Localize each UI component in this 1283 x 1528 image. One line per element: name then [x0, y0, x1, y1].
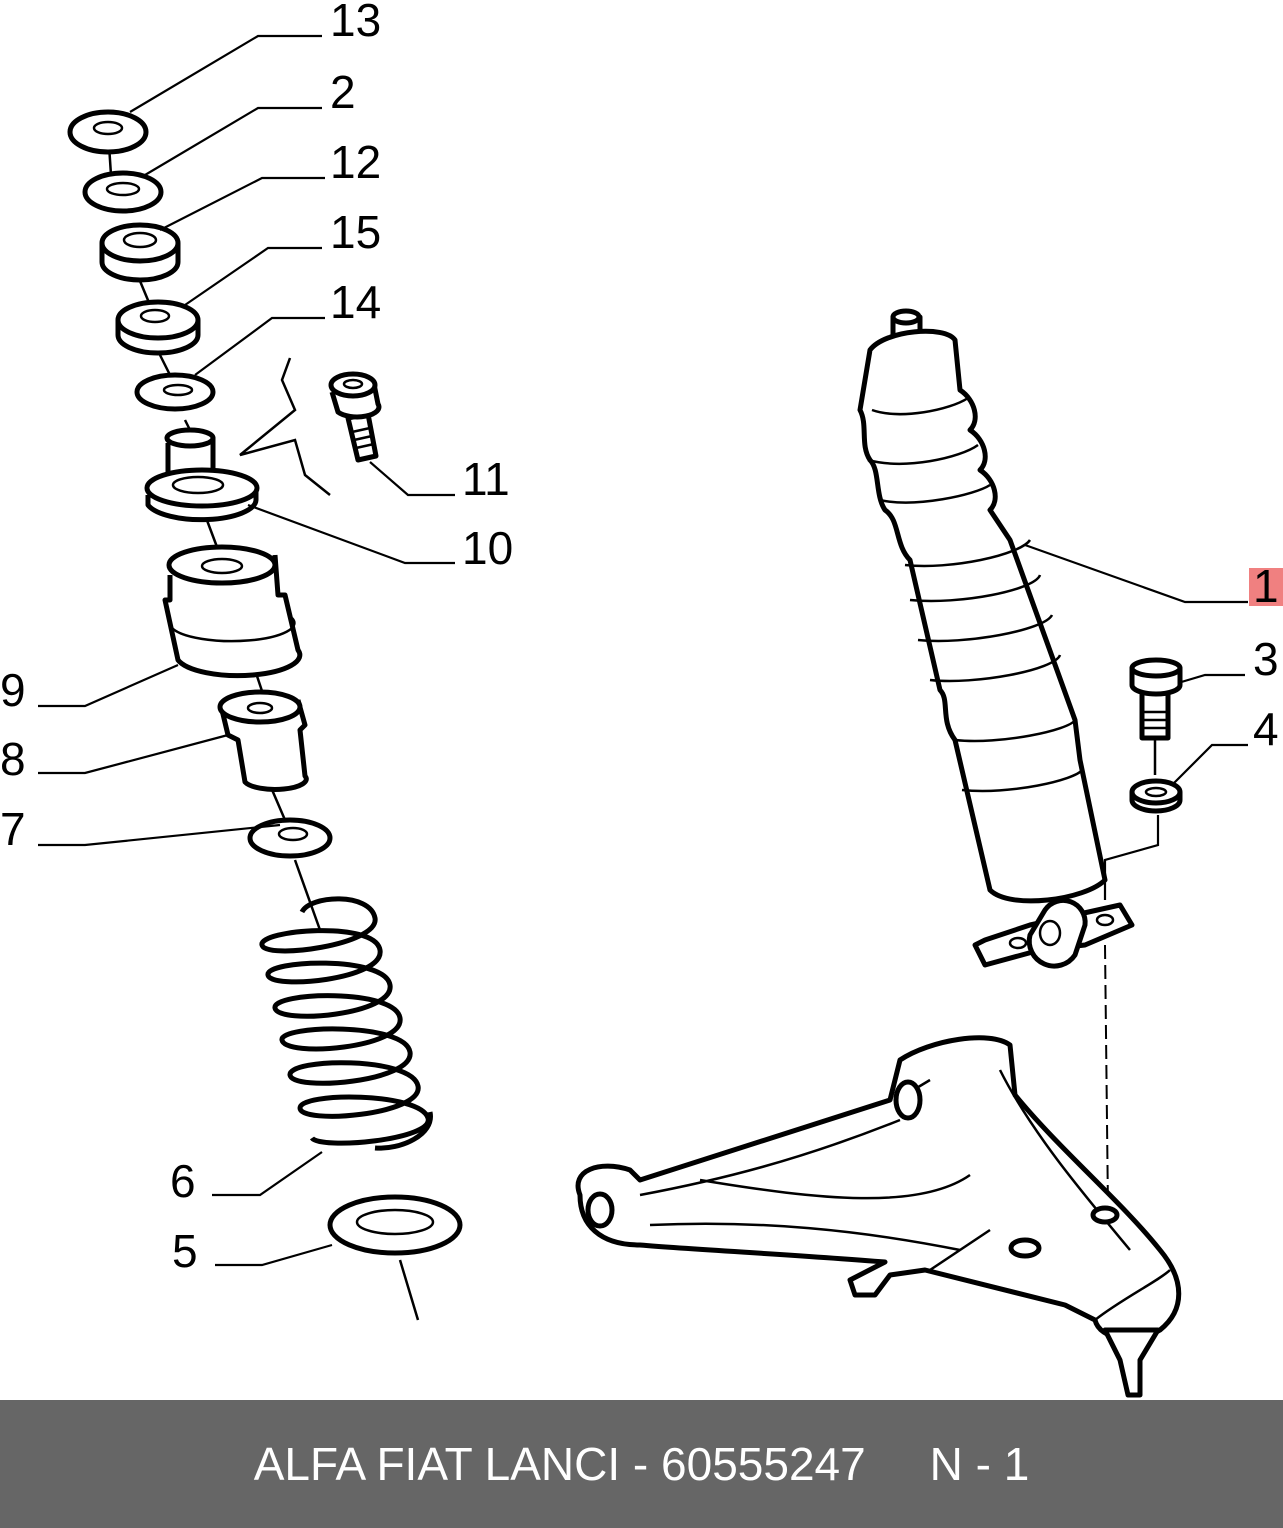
leader-15 [184, 246, 322, 306]
callout-6: 6 [170, 1155, 196, 1207]
footer-separator: - [620, 1438, 662, 1490]
leader-11 [369, 461, 455, 497]
assembly-line [1103, 815, 1160, 900]
callout-8: 8 [0, 733, 26, 785]
part-12-bushing [99, 222, 181, 283]
leader-1 [1024, 543, 1248, 604]
leader-13 [129, 34, 322, 113]
footer-position: N - 1 [929, 1438, 1030, 1490]
lower-control-arm [575, 1035, 1182, 1398]
part-2-ring [82, 170, 164, 214]
part-6-coil-spring [259, 896, 433, 1151]
assembly-dashed-line [1104, 944, 1109, 1211]
part-7-washer [247, 817, 333, 859]
part-number-footer: ALFA FIAT LANCI - 60555247 N - 1 [0, 1400, 1283, 1528]
leader-5 [215, 1243, 333, 1267]
callout-13: 13 [330, 0, 381, 46]
leader-12 [159, 176, 325, 231]
part-4-washer [1129, 778, 1183, 814]
part-3-bolt [1129, 657, 1183, 775]
callout-4: 4 [1253, 703, 1279, 755]
leader-4 [1171, 743, 1248, 786]
leader-10 [247, 503, 455, 565]
callout-2: 2 [330, 66, 356, 118]
part-15-spacer [115, 299, 201, 356]
leader-7 [38, 823, 281, 847]
callout-3: 3 [1253, 633, 1279, 685]
footer-part-number: 60555247 [661, 1438, 866, 1490]
footer-gap [866, 1437, 930, 1491]
callout-12: 12 [330, 136, 381, 188]
callout-15: 15 [330, 206, 381, 258]
callout-10: 10 [462, 522, 513, 574]
callout-7: 7 [0, 803, 26, 855]
leader-14 [194, 316, 325, 376]
leader-2 [144, 106, 322, 176]
exploded-suspension-diagram: 13 2 12 15 14 11 10 9 8 7 6 5 1 3 4 [0, 0, 1283, 1398]
callout-11: 11 [462, 453, 510, 505]
callout-9: 9 [0, 664, 26, 716]
part-11-bolt [328, 371, 382, 463]
part-10-stud-mount [144, 357, 331, 523]
label-1-highlight [1249, 568, 1283, 606]
part-8-buffer [217, 689, 309, 792]
part-1-shock-absorber [857, 308, 1135, 969]
callout-14: 14 [330, 276, 381, 328]
callout-1: 1 [1253, 560, 1279, 612]
part-9-bump-stop [162, 544, 303, 679]
leader-6 [212, 1151, 323, 1197]
part-14-washer [134, 372, 216, 412]
leader-8 [38, 733, 229, 775]
leader-9 [38, 663, 179, 708]
part-5-spring-seat [327, 1194, 463, 1256]
leader-3 [1177, 673, 1245, 685]
callout-5: 5 [172, 1225, 198, 1277]
part-13-washer [67, 109, 149, 155]
footer-brand: ALFA FIAT LANCI [253, 1438, 621, 1490]
